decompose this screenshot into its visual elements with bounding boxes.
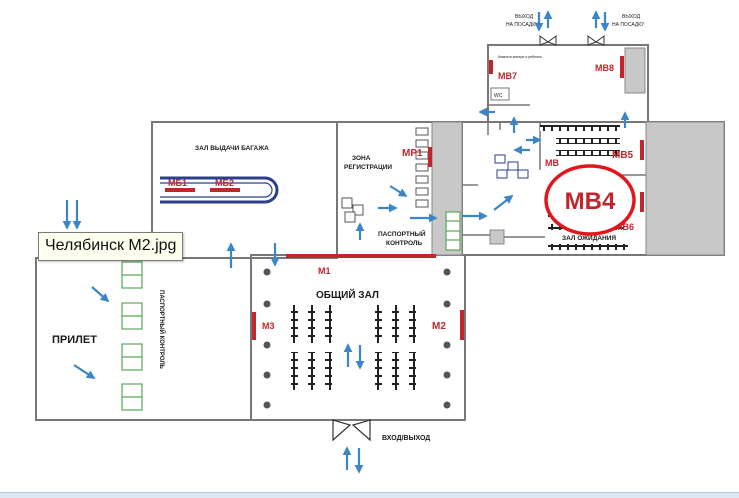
marker-mv5-bar — [640, 140, 644, 160]
marker-mv7: МВ7 — [498, 71, 517, 81]
registration-label-2: РЕГИСТРАЦИИ — [344, 164, 392, 171]
small-note-label: Комната матери и ребенка — [498, 55, 542, 59]
marker-mv4: МВ4 — [565, 188, 616, 215]
marker-m2: М2 — [432, 321, 446, 332]
general-hall-seats — [291, 305, 416, 390]
boarding-exit-1-label-1: ВЫХОД — [515, 14, 534, 20]
general-hall-label: ОБЩИЙ ЗАЛ — [316, 288, 379, 301]
boarding-exit-2-label-1: ВЫХОД — [622, 14, 641, 20]
security-frames — [341, 197, 364, 223]
marker-mb2-bar — [210, 188, 240, 192]
mv4-highlight-ring — [544, 164, 636, 236]
registration-label-1: ЗОНА — [352, 155, 371, 162]
baggage-hall-label: ЗАЛ ВЫДАЧИ БАГАЖА — [195, 145, 269, 152]
marker-mb2: МБ2 — [215, 178, 234, 188]
marker-mv-partial: МВ — [545, 158, 559, 168]
arrival-passport-control-label: ПАСПОРТНЫЙ КОНТРОЛЬ — [158, 290, 166, 370]
entrance-exit-label: ВХОД/ВЫХОД — [382, 435, 430, 442]
checkin-desks — [415, 127, 429, 208]
baggage-carousel — [160, 176, 279, 204]
waiting-tables — [494, 154, 529, 179]
flow-arrows — [62, 10, 630, 474]
waiting-hall-label: ЗАЛ ОЖИДАНИЯ — [562, 235, 616, 242]
marker-m2-bar — [460, 310, 464, 340]
marker-m3: М3 — [262, 321, 275, 331]
arrival-passport-booths — [121, 261, 143, 411]
columns — [263, 268, 451, 409]
main-doors — [332, 419, 371, 442]
passport-control-label-2: КОНТРОЛЬ — [386, 240, 422, 247]
arrival-label: ПРИЛЕТ — [52, 334, 97, 346]
marker-mb1: МБ1 — [168, 178, 187, 188]
marker-mr1: МР1 — [402, 148, 423, 159]
marker-mv6: МВ6 — [615, 222, 634, 232]
marker-mv6-bar — [640, 192, 644, 212]
boarding-exit-1-label-2: НА ПОСАДКУ — [506, 22, 539, 28]
wc-box — [490, 87, 510, 101]
marker-mv5: МВ5 — [612, 150, 634, 161]
marker-m1-bar — [286, 254, 436, 258]
passport-booths — [445, 211, 461, 251]
marker-mv8: МВ8 — [595, 63, 614, 73]
marker-mv7-bar — [489, 60, 493, 74]
marker-m1: М1 — [318, 266, 331, 276]
boarding-exit-2-label-2: НА ПОСАДКУ — [612, 22, 645, 28]
passport-control-label-1: ПАСПОРТНЫЙ — [378, 229, 426, 238]
marker-mv8-bar — [620, 56, 624, 78]
gray-blocks — [431, 47, 725, 256]
marker-mr1-bar — [428, 147, 432, 167]
window-bottom-edge — [0, 492, 739, 498]
wc-label: WC — [494, 93, 503, 99]
upper-doors — [539, 35, 605, 46]
marker-mb1-bar — [165, 188, 195, 192]
marker-m3-bar — [252, 312, 256, 340]
file-name-tooltip: Челябинск М2.jpg — [38, 232, 184, 261]
